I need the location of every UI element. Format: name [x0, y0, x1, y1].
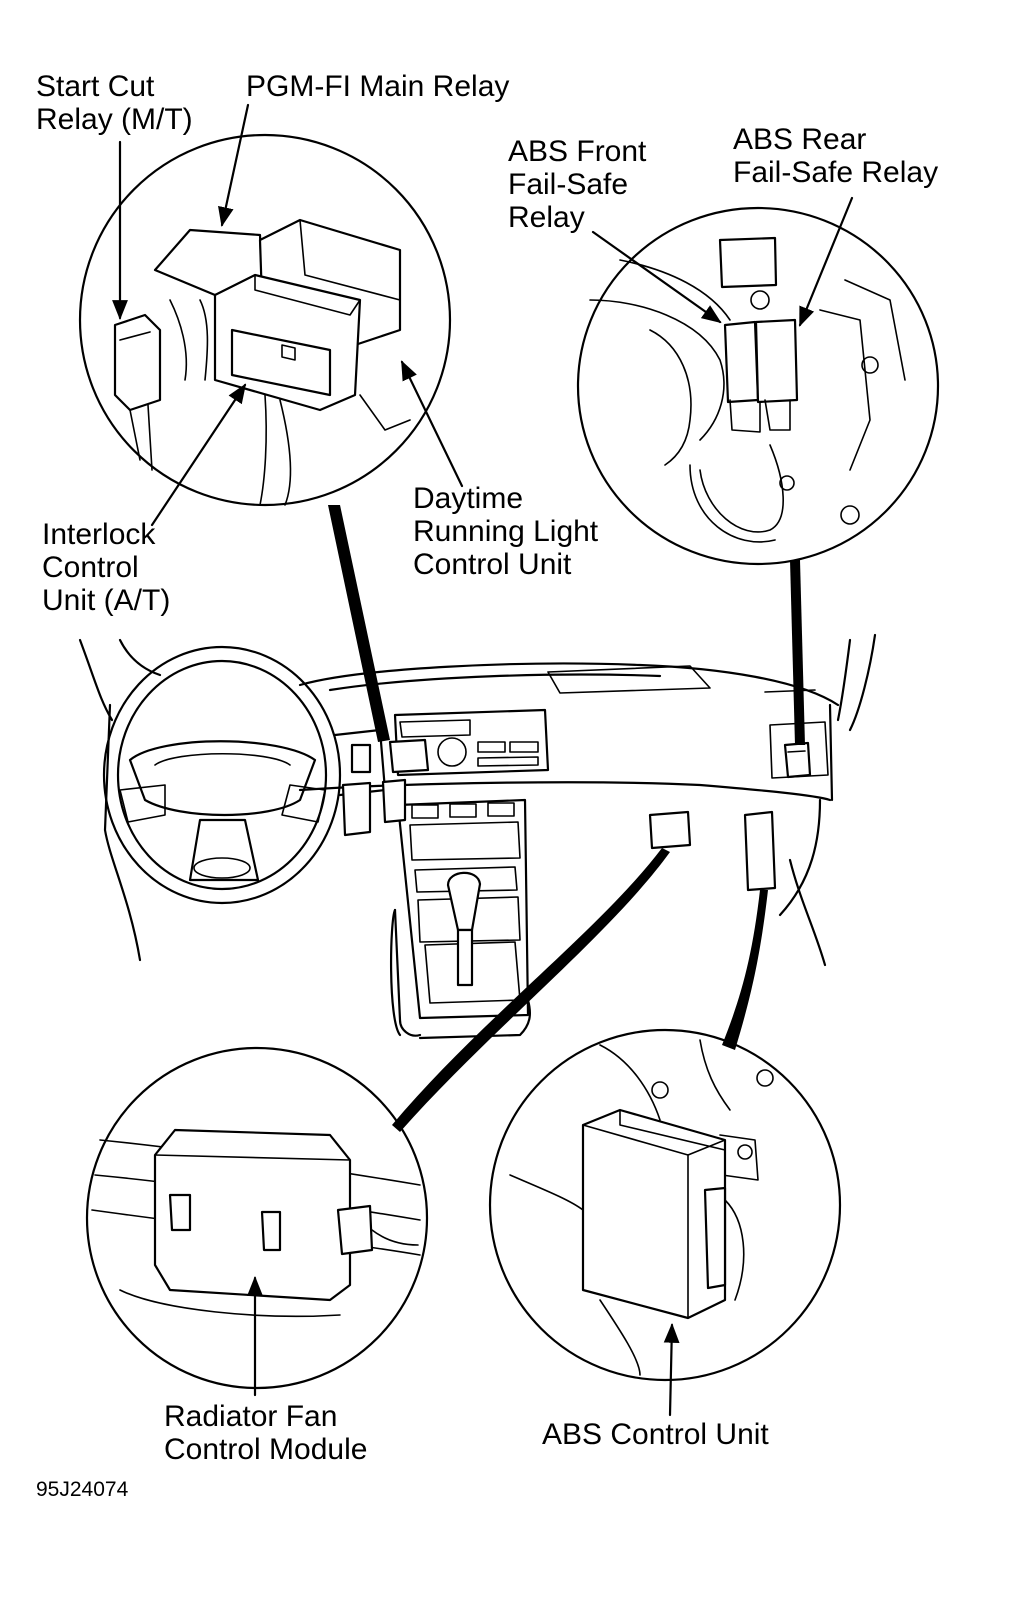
- label-daytime-running-light-control-unit: Daytime Running Light Control Unit: [413, 482, 599, 581]
- label-abs-control-unit: ABS Control Unit: [542, 1418, 769, 1451]
- label-radiator-fan-control-module: Radiator Fan Control Module: [164, 1400, 368, 1466]
- label-interlock-control-unit: Interlock Control Unit (A/T): [42, 518, 171, 617]
- inset-circle-bottom-left: [85, 1046, 429, 1390]
- dashboard-illustration: [78, 505, 877, 1132]
- label-abs-rear-failsafe-relay: ABS Rear Fail-Safe Relay: [733, 123, 939, 189]
- inset-circle-top-left: [78, 133, 452, 507]
- label-pgm-fi-main-relay: PGM-FI Main Relay: [246, 70, 510, 103]
- inset-circle-bottom-right: [488, 1028, 842, 1382]
- leader-lines: [112, 103, 854, 1417]
- label-abs-front-failsafe-relay: ABS Front Fail-Safe Relay: [508, 135, 647, 234]
- inset-circle-top-right: [576, 206, 940, 566]
- figure-code: 95J24074: [36, 1478, 129, 1501]
- label-start-cut-relay: Start Cut Relay (M/T): [36, 70, 193, 136]
